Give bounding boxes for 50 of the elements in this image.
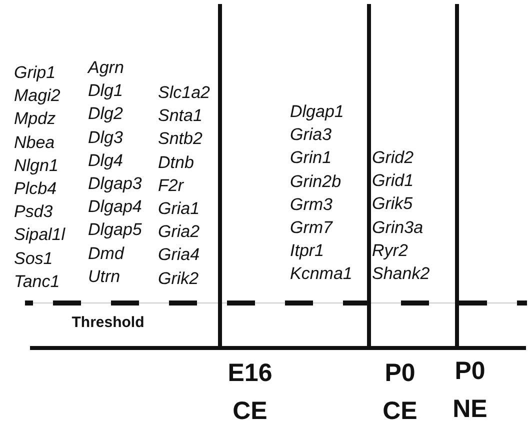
gene-label: Nbea <box>14 132 55 153</box>
gene-label: Dlgap4 <box>88 197 142 218</box>
gene-label: Grik5 <box>372 194 413 214</box>
threshold-label: Threshold <box>72 314 144 330</box>
tissue-label: CE <box>382 398 418 424</box>
gene-label: Nlgn1 <box>14 156 58 176</box>
gene-label: Gria4 <box>158 245 200 266</box>
gene-label: Grin2b <box>290 172 342 192</box>
tissue-label: CE <box>232 398 268 424</box>
stage-label: P0 <box>384 360 416 386</box>
gene-label: Sipal1l <box>14 225 66 246</box>
gene-label: Dtnb <box>158 152 194 173</box>
gene-label: Agrn <box>88 58 124 78</box>
gene-label: Dlg3 <box>88 128 123 148</box>
gene-label: Gria3 <box>290 125 332 146</box>
gene-label: Grik2 <box>158 268 199 289</box>
gene-label: Grin3a <box>372 218 424 238</box>
gene-label: Dlgap5 <box>88 220 142 240</box>
gene-label: Gria1 <box>158 199 200 219</box>
gene-label: Grm7 <box>290 218 332 238</box>
gene-label: Dlg1 <box>88 81 123 102</box>
gene-label: Kcnma1 <box>290 264 352 284</box>
gene-label: F2r <box>158 176 184 196</box>
gene-label: Shank2 <box>372 264 430 284</box>
gene-label: Snta1 <box>158 106 202 126</box>
stage-label: P0 <box>454 358 486 384</box>
gene-label: Dlgap3 <box>88 174 142 194</box>
gene-label: Mpdz <box>14 109 56 130</box>
gene-label: Sos1 <box>14 248 53 269</box>
gene-label: Magi2 <box>14 86 60 106</box>
gene-label: Utrn <box>88 266 120 287</box>
gene-label: Ryr2 <box>372 240 408 261</box>
gene-label: Grid1 <box>372 171 414 192</box>
gene-label: Grip1 <box>14 63 56 83</box>
gene-label: Psd3 <box>14 202 53 222</box>
gene-label: Grin1 <box>290 148 332 168</box>
gene-label: Sntb2 <box>158 129 202 150</box>
gene-label: Grid2 <box>372 148 414 168</box>
stage-label: E16 <box>228 360 272 386</box>
gene-label: Slc1a2 <box>158 83 210 103</box>
gene-label: Itpr1 <box>290 241 324 262</box>
gene-label: Dlgap1 <box>290 102 344 122</box>
gene-label: Dlg2 <box>88 104 123 124</box>
gene-label: Gria2 <box>158 222 200 242</box>
gene-label: Grm3 <box>290 194 332 215</box>
gene-label: Dmd <box>88 244 124 264</box>
gene-label: Plcb4 <box>14 179 57 199</box>
tissue-label: NE <box>452 396 488 422</box>
gene-label: Dlg4 <box>88 150 123 171</box>
gene-label: Tanc1 <box>14 272 60 292</box>
